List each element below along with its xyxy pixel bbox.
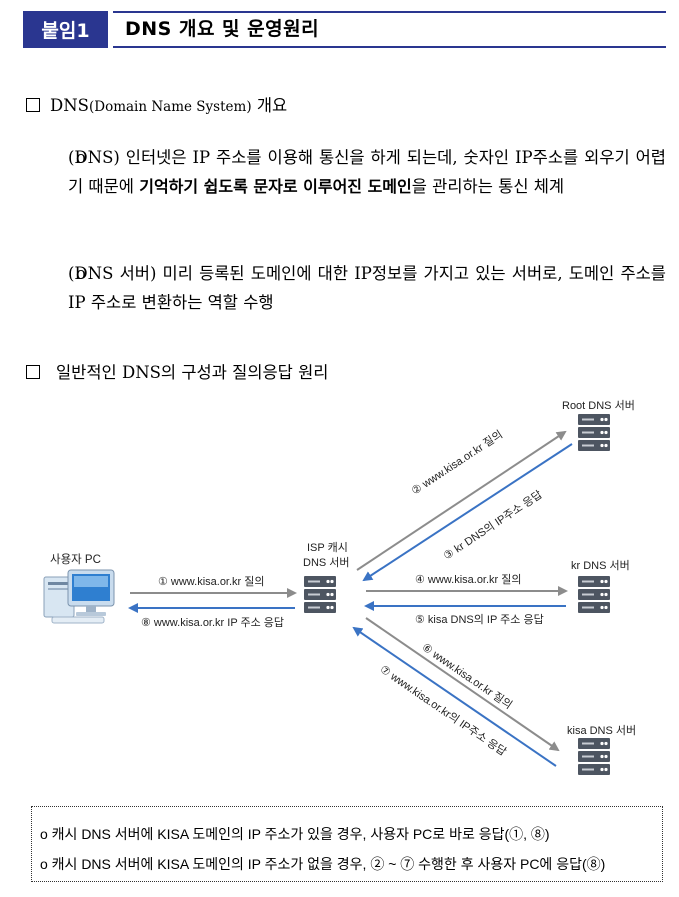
dns-diagram: 사용자 PC ISP 캐시 DNS 서버 Root DNS 서버 kr DNS …: [0, 380, 679, 800]
kisa-dns-label: kisa DNS 서버: [567, 725, 637, 737]
header-rule-top: [113, 11, 666, 13]
arrow-8-label: ⑧ www.kisa.or.kr IP 주소 응답: [141, 617, 285, 629]
root-dns-server-icon: [578, 414, 610, 451]
desktop-pc-icon: [43, 569, 115, 624]
kr-dns-label: kr DNS 서버: [571, 560, 630, 572]
isp-cache-label-line1: ISP 캐시: [307, 542, 348, 554]
user-pc-label: 사용자 PC: [50, 554, 101, 566]
arrow-1-label: ① www.kisa.or.kr 질의: [158, 576, 265, 588]
page-title: DNS 개요 및 운영원리: [125, 18, 320, 40]
kr-dns-server-icon: [578, 576, 610, 613]
bullet-marker: o: [76, 264, 86, 283]
section-title-main: DNS: [50, 96, 89, 115]
section-title-suffix: 개요: [251, 96, 288, 115]
root-dns-label: Root DNS 서버: [562, 400, 635, 412]
arrow-2-query: [356, 430, 567, 571]
arrow-3-response: [362, 443, 573, 582]
notes-box: o 캐시 DNS 서버에 KISA 도메인의 IP 주소가 있을 경우, 사용자…: [31, 806, 663, 882]
section-title: 일반적인 DNS의 구성과 질의응답 원리: [56, 363, 329, 382]
arrow-4-label: ④ www.kisa.or.kr 질의: [415, 574, 522, 586]
checkbox-square-icon: [26, 365, 40, 379]
bullet-paragraph-dns: o (DNS) 인터넷은 IP 주소를 이용해 통신을 하게 되는데, 숫자인 …: [38, 143, 666, 201]
arrow-5-label: ⑤ kisa DNS의 IP 주소 응답: [415, 614, 544, 626]
isp-cache-server-icon: [304, 576, 336, 613]
checkbox-square-icon: [26, 98, 40, 112]
note-line-1: o 캐시 DNS 서버에 KISA 도메인의 IP 주소가 있을 경우, 사용자…: [40, 826, 550, 842]
isp-cache-label-line2: DNS 서버: [303, 557, 350, 569]
bullet-text: (DNS 서버) 미리 등록된 도메인에 대한 IP정보를 가지고 있는 서버로…: [68, 264, 666, 312]
attachment-badge: 붙임1: [23, 11, 108, 48]
bullet-text: (DNS) 인터넷은 IP 주소를 이용해 통신을 하게 되는데, 숫자인 IP…: [68, 148, 666, 196]
bullet-paragraph-dns-server: o (DNS 서버) 미리 등록된 도메인에 대한 IP정보를 가지고 있는 서…: [38, 259, 666, 317]
kisa-dns-server-icon: [578, 738, 610, 775]
header-rule-bottom: [113, 46, 666, 48]
section-heading-dns-structure: 일반적인 DNS의 구성과 질의응답 원리: [26, 359, 328, 383]
arrow-6-query: [365, 617, 560, 752]
section-title-paren: (Domain Name System): [88, 99, 252, 115]
dns-diagram-svg: [43, 414, 610, 775]
bullet-marker: o: [76, 148, 86, 167]
section-heading-dns-overview: DNS(Domain Name System) 개요: [26, 92, 287, 116]
note-line-2: o 캐시 DNS 서버에 KISA 도메인의 IP 주소가 없을 경우, ② ~…: [40, 856, 606, 872]
bullet-emphasis: 기억하기 쉽도록 문자로 이루어진 도메인: [139, 177, 412, 196]
arrow-7-response: [352, 626, 557, 767]
bullet-text-tail: 을 관리하는 통신 체계: [411, 177, 565, 196]
